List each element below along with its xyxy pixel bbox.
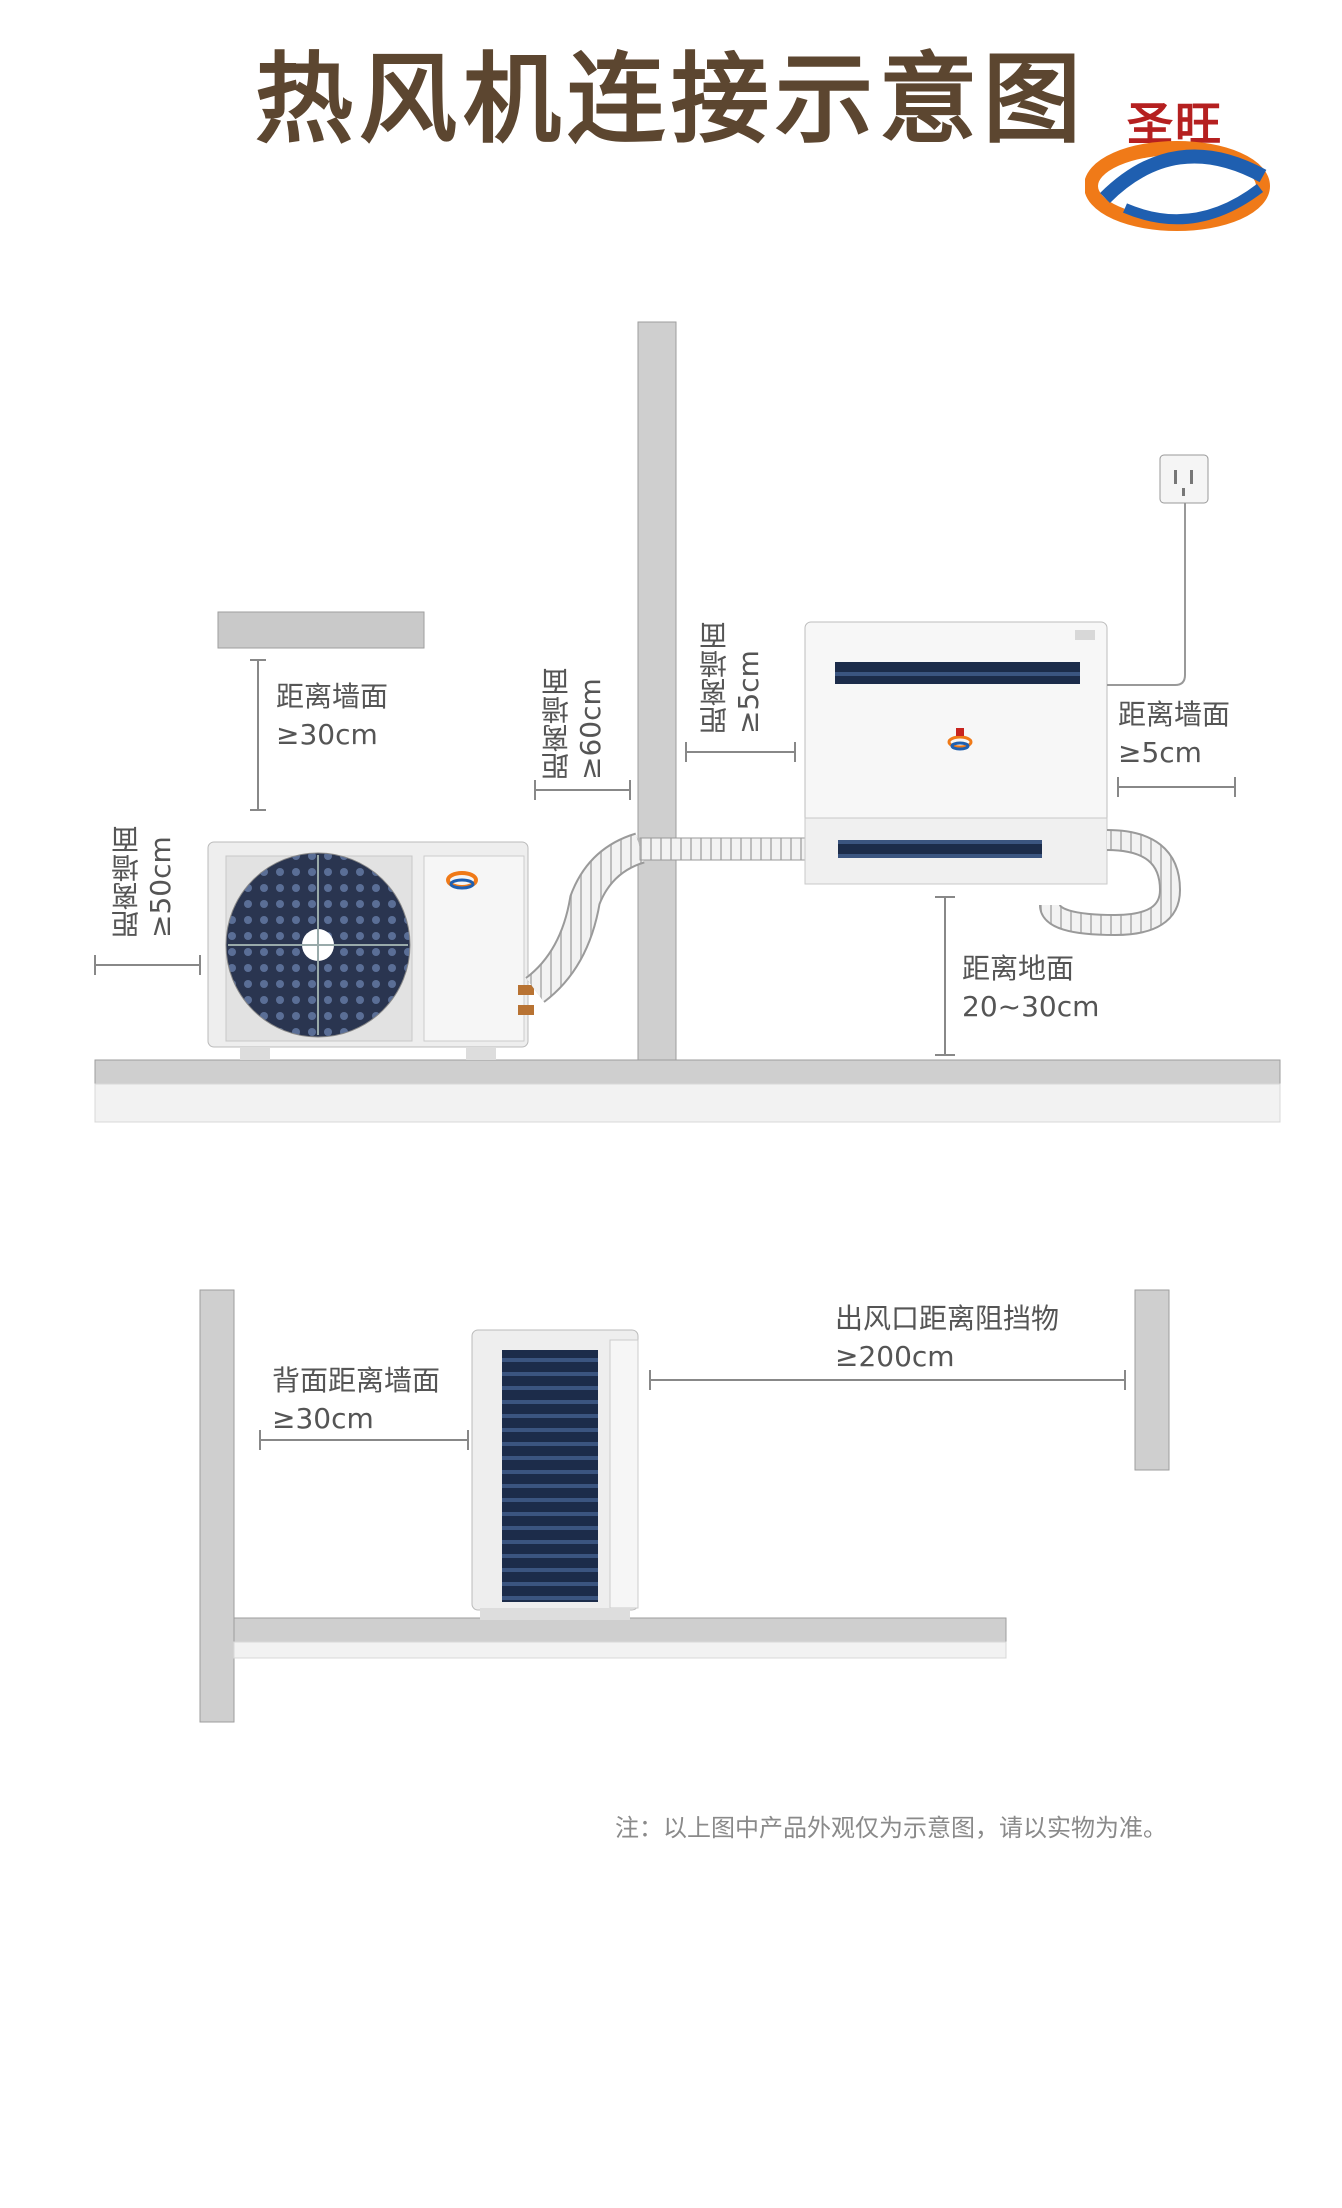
page-title: 热风机连接示意图: [254, 43, 1087, 157]
floor-base: [94, 1083, 1281, 1123]
lower-left-wall: [199, 1289, 235, 1723]
left-clearance-label: 距离墙面 ≥50cm: [110, 826, 177, 938]
dimension-lines: [94, 659, 1236, 1056]
lower-dimension-lines: [259, 1370, 1126, 1450]
outlet-clearance-label: 出风口距离阻挡物 ≥200cm: [835, 1302, 1060, 1373]
power-outlet-icon: [1159, 454, 1209, 504]
floor-clearance-label: 距离地面 20~30cm: [962, 952, 1100, 1023]
indoor-unit: [804, 621, 1108, 885]
logo-swirl-icon: [1085, 141, 1270, 231]
back-clearance-label: 背面距离墙面 ≥30cm: [272, 1364, 441, 1435]
brand-logo: 圣旺: [1085, 88, 1275, 238]
indoor-right-clearance-label: 距离墙面 ≥5cm: [1118, 698, 1231, 769]
outdoor-unit: [207, 841, 534, 1060]
wall-pipe: [639, 837, 811, 861]
outdoor-unit-side: [471, 1329, 639, 1620]
lower-floor: [233, 1617, 1007, 1643]
disclaimer-note: 注：以上图中产品外观仅为示意图，请以实物为准。: [615, 1814, 1167, 1842]
top-clearance-label: 距离墙面 ≥30cm: [276, 680, 389, 751]
center-wall: [637, 321, 677, 1075]
floor-slab: [94, 1059, 1281, 1085]
lower-right-obstacle: [1134, 1289, 1170, 1471]
indoor-left-clearance-label: 距离墙面 ≥5cm: [698, 622, 765, 734]
wall-pipe-clearance-label: 距离墙面 ≥60cm: [540, 668, 607, 780]
ceiling-slab: [217, 611, 425, 649]
power-cable: [1107, 503, 1186, 686]
